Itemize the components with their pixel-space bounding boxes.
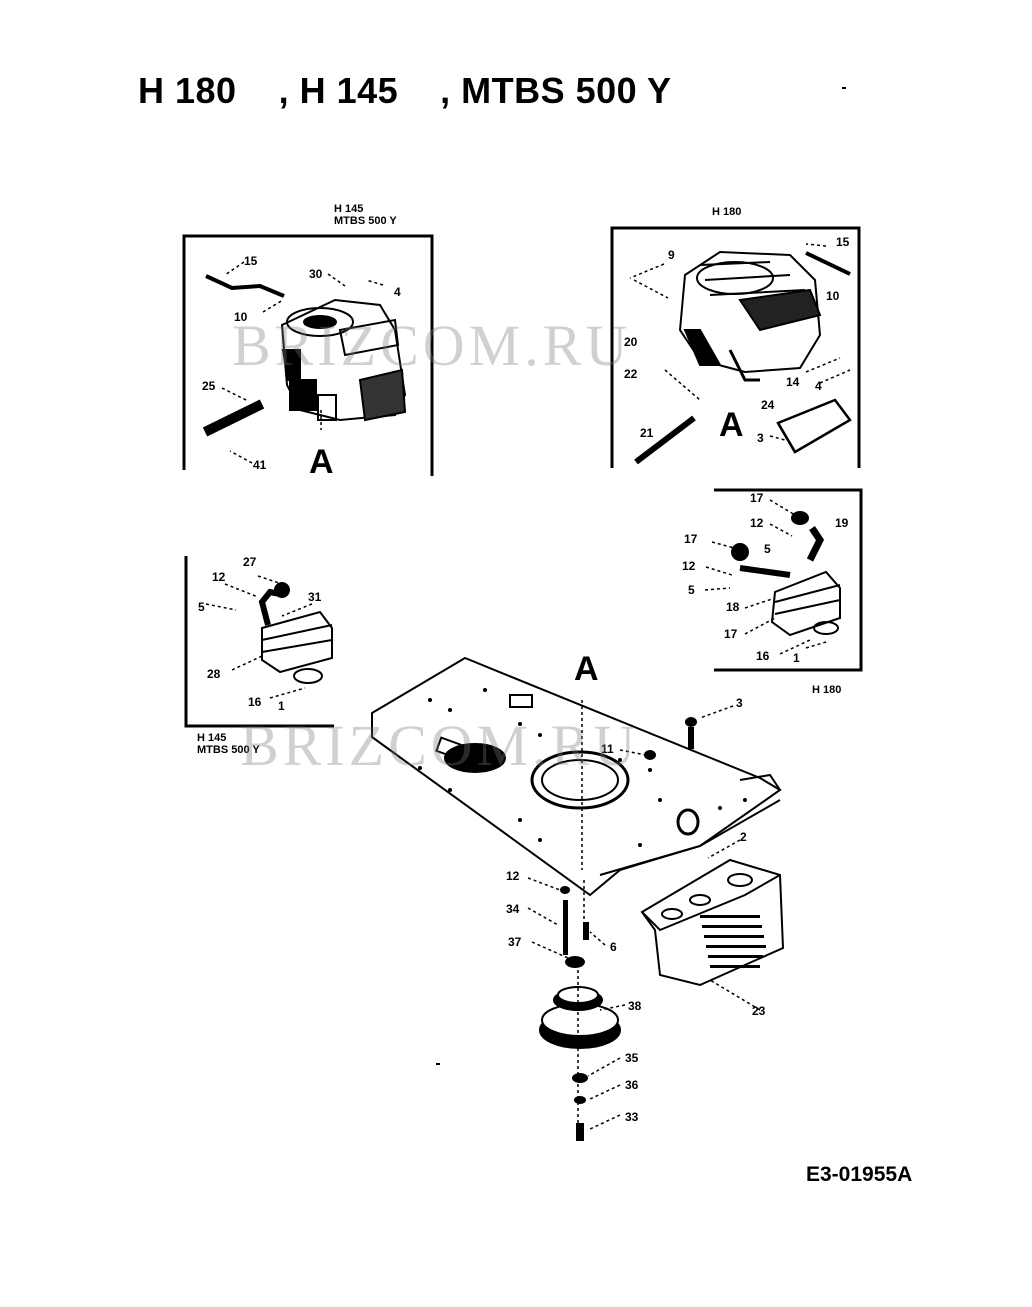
callout: 10: [234, 310, 248, 324]
callout: 5: [198, 600, 205, 614]
callout-labels: 15 10 30 4 25 41 9 15 10 20 22 14 4 24 2…: [198, 235, 850, 1124]
callout: 2: [740, 830, 747, 844]
callout: 34: [506, 902, 520, 916]
callout: 9: [668, 248, 675, 262]
callout: 38: [628, 999, 642, 1013]
bolt-3: [685, 717, 697, 749]
callout: 15: [244, 254, 258, 268]
callout: 12: [682, 559, 696, 573]
rod-15-top-right: [805, 251, 851, 276]
pipe-25: [202, 399, 265, 437]
callout: 16: [248, 695, 262, 709]
drawing-code: E3-01955A: [806, 1163, 913, 1186]
callout: 33: [625, 1110, 639, 1124]
stray-mark: [842, 87, 846, 89]
watermark-bottom: BRIZCOM.RU: [240, 713, 640, 778]
rod-21: [634, 415, 696, 465]
panel-frame-mid-right: [714, 488, 863, 672]
callout: 17: [684, 532, 698, 546]
callout: 17: [724, 627, 738, 641]
callout: 27: [243, 555, 257, 569]
stray-mark: [436, 1063, 440, 1065]
callout: 36: [625, 1078, 639, 1092]
callout: 28: [207, 667, 221, 681]
callout: 24: [761, 398, 775, 412]
callout: 20: [624, 335, 638, 349]
callout: 12: [750, 516, 764, 530]
key-37: [565, 956, 585, 968]
callout: 15: [836, 235, 850, 249]
view-letter-top-left: A: [309, 443, 334, 481]
washer-36: [574, 1096, 586, 1104]
panel-frame-mid-left: [184, 556, 334, 728]
callout: 10: [826, 289, 840, 303]
callout: 23: [752, 1004, 766, 1018]
nut-12: [560, 886, 570, 894]
callout: 11: [601, 742, 614, 756]
washer-35: [572, 1073, 588, 1083]
bent-rod-15: [205, 274, 285, 298]
callout: 12: [212, 570, 226, 584]
callout: 3: [757, 431, 764, 445]
muffler-h145: [258, 582, 333, 684]
callout: 30: [309, 267, 323, 281]
guard-23: [640, 858, 785, 987]
callout: 18: [726, 600, 740, 614]
callout: 35: [625, 1051, 639, 1065]
panel-frame-top-right: [610, 226, 861, 468]
callout: 37: [508, 935, 522, 949]
callout: 4: [815, 379, 822, 393]
page-title: H 180 , H 145 , MTBS 500 Y: [138, 70, 672, 111]
muffler-h180: [731, 511, 841, 637]
screw-34: [563, 900, 568, 955]
panel-label-top-right: H 180: [712, 206, 742, 218]
watermark-top: BRIZCOM.RU: [232, 313, 632, 378]
frame-holes: [418, 688, 747, 847]
view-letter-top-right: A: [719, 406, 744, 444]
nut-11: [644, 750, 656, 760]
callout: 17: [750, 491, 764, 505]
panel-label-mid-right: H 180: [812, 684, 842, 696]
pin-6: [583, 922, 589, 940]
callout: 3: [736, 696, 743, 710]
callout: 5: [688, 583, 695, 597]
view-letter-main: A: [574, 650, 599, 688]
callout: 21: [640, 426, 654, 440]
callout: 5: [764, 542, 771, 556]
cover-24: [776, 398, 852, 454]
chassis-frame: [371, 656, 782, 897]
callout: 12: [506, 869, 520, 883]
callout: 19: [835, 516, 849, 530]
callout: 1: [793, 651, 800, 665]
callout: 1: [278, 699, 285, 713]
guard-slots: [700, 915, 766, 968]
callout: 41: [253, 458, 267, 472]
callout: 22: [624, 367, 638, 381]
callout: 6: [610, 940, 617, 954]
callout: 25: [202, 379, 216, 393]
callout: 14: [786, 375, 800, 389]
engine-h145: [280, 298, 407, 422]
callout: 4: [394, 285, 401, 299]
panel-frame-top-left: [182, 234, 434, 476]
bolt-33: [576, 1123, 584, 1141]
callout: 31: [308, 590, 322, 604]
engine-h180: [678, 250, 822, 382]
callout: 16: [756, 649, 770, 663]
pulley-38: [539, 986, 621, 1049]
